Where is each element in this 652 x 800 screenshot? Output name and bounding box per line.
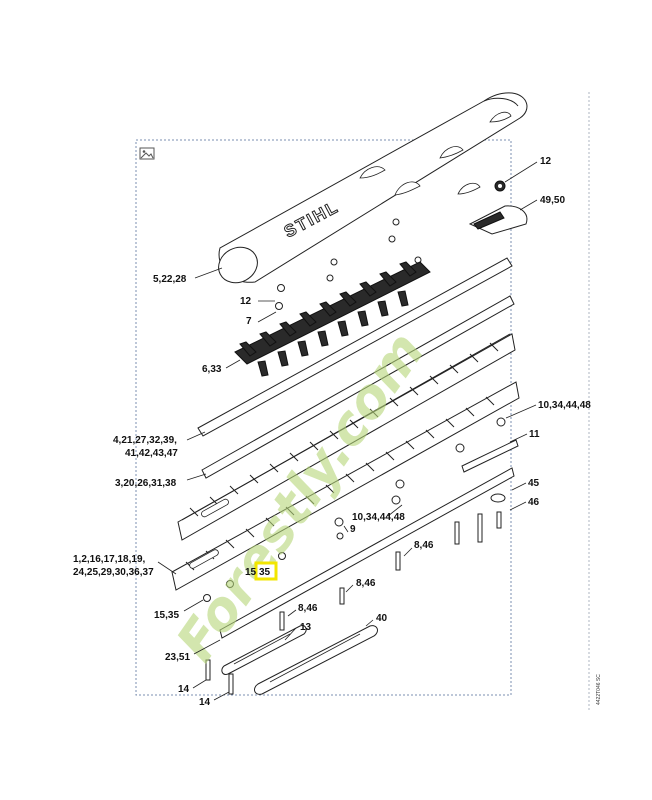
callout-label: 46 — [528, 497, 540, 508]
callout-label: 24,25,29,30,36,37 — [73, 567, 154, 578]
callout-label: 3,20,26,31,38 — [115, 478, 177, 489]
callout-label: 8,46 — [298, 603, 318, 614]
callout-label: 8,46 — [414, 540, 434, 551]
callout-label: 35 — [259, 567, 271, 578]
callout-label: 12 — [240, 296, 252, 307]
bottom-strip — [219, 467, 515, 639]
right-side-parts — [334, 417, 519, 540]
document-code: 4422T046 SC — [596, 674, 602, 705]
callout-label: 1,2,16,17,18,19, — [73, 554, 146, 565]
cutting-blade-upper — [177, 333, 516, 541]
callout-label: 14 — [199, 697, 211, 708]
cutting-blade-lower — [171, 381, 520, 591]
callout-label: 11 — [529, 429, 540, 440]
callout-label: 45 — [528, 478, 540, 489]
callout-label: 14 — [178, 684, 190, 695]
callout-label: 12 — [540, 156, 552, 167]
diagram-frame — [135, 139, 512, 696]
callout-label: 5,22,28 — [153, 274, 187, 285]
guard-nuts — [275, 218, 422, 310]
callout-label: 10,34,44,48 — [538, 400, 591, 411]
callout-label: 15 — [245, 567, 257, 578]
finger-bar-6-33 — [234, 261, 431, 377]
callout-label: 4,21,27,32,39, — [113, 435, 177, 446]
slide-plate-13 — [221, 625, 307, 675]
callout-labels: 12 49,50 5,22,28 12 7 6,33 4,21,27,32,39… — [73, 156, 591, 708]
callout-label: 41,42,43,47 — [125, 448, 178, 459]
blade-guard-cover — [218, 92, 528, 284]
callout-label: 6,33 — [202, 364, 222, 375]
callout-leaders — [157, 161, 538, 701]
bolts-8-46 — [205, 511, 502, 695]
callout-label: 7 — [246, 316, 252, 327]
callout-label: 8,46 — [356, 578, 376, 589]
slide-plate-40 — [254, 625, 378, 695]
highlight-box — [254, 561, 278, 581]
callout-label: 40 — [376, 613, 388, 624]
image-placeholder-icon — [139, 147, 155, 160]
callout-label: 15,35 — [154, 610, 179, 621]
callout-label: 10,34,44,48 — [352, 512, 405, 523]
callout-label: 49,50 — [540, 195, 565, 206]
washers-15-35 — [203, 552, 286, 602]
callout-label: 23,51 — [165, 652, 190, 663]
callout-label: 9 — [350, 524, 356, 535]
callout-label: 13 — [300, 622, 312, 633]
nut-12-top — [494, 180, 506, 192]
bracket-49-50 — [468, 205, 528, 235]
support-strip-upper — [197, 257, 515, 479]
